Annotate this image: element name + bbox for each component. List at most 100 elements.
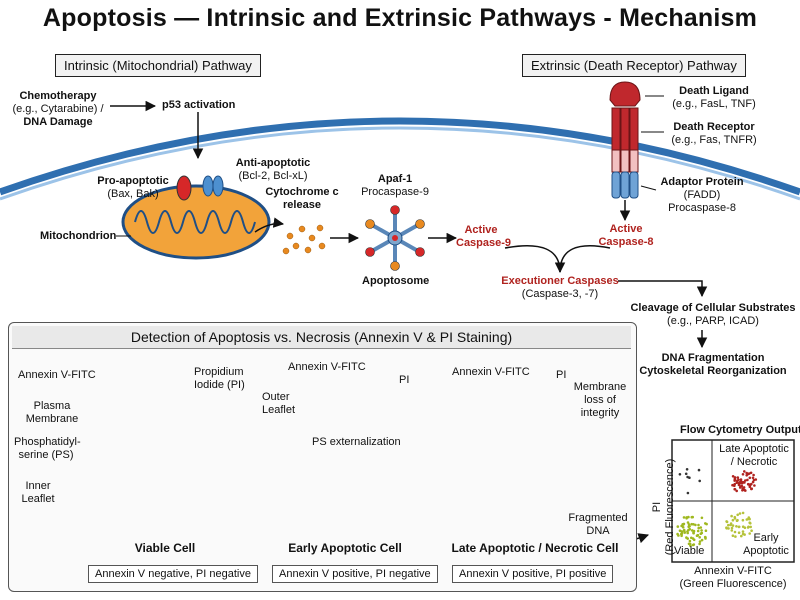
viable-dot: [676, 532, 679, 536]
membrane-integrity-label: Membrane loss of integrity: [570, 381, 630, 420]
scatter-dot: [686, 491, 690, 495]
viable-dot: [704, 522, 707, 525]
viable-dot: [699, 532, 703, 535]
early-apoptotic-dot: [737, 531, 741, 534]
membrane-line-3: integrity: [580, 407, 620, 419]
viable-dot: [687, 525, 690, 528]
viable-dot: [698, 536, 701, 539]
plasma-membrane-label: Plasma Membrane: [24, 400, 80, 426]
late-apoptotic-dot: [741, 489, 744, 492]
viable-dot: [687, 528, 690, 532]
inner-line-1: Inner: [25, 480, 51, 492]
viable-dot: [704, 529, 708, 532]
pi-label-1: Propidium Iodide (PI): [194, 366, 245, 392]
viable-dot: [686, 537, 689, 540]
scatter-dot: [685, 468, 689, 471]
viable-dot: [700, 529, 703, 532]
chemo-line-1: Chemotherapy: [19, 90, 97, 102]
late-apoptotic-dot: [744, 479, 747, 482]
late-apoptotic-dot: [749, 471, 753, 475]
detection-panel: [8, 322, 637, 592]
arrow-executioner-cleavage: [618, 280, 708, 298]
quadrant-viable-label: Viable: [674, 545, 705, 557]
viable-dot: [691, 537, 695, 540]
flow-plot-frame: [671, 439, 795, 563]
viable-dot: [690, 529, 694, 532]
early-apoptotic-dot: [736, 518, 739, 522]
casp9-line-2: Caspase-9: [456, 237, 512, 249]
plasma-line-2: Membrane: [25, 413, 79, 425]
early-apoptotic-dot: [741, 530, 745, 533]
scatter-dot: [684, 472, 688, 476]
viable-dot: [689, 544, 692, 547]
proapoptotic-label: Pro-apoptotic (Bax, Bak): [88, 175, 178, 201]
late-apoptotic-caption: Late Apoptotic / Necrotic Cell: [451, 541, 619, 555]
adaptor-examples: (FADD): [683, 189, 721, 201]
early-apoptotic-dot: [725, 520, 728, 523]
q-late-line-1: Late Apoptotic: [719, 443, 789, 455]
viable-dot: [700, 538, 704, 542]
inner-leaflet-label: Inner Leaflet: [18, 480, 58, 506]
early-apoptotic-dot: [748, 532, 751, 535]
late-apoptotic-dot: [742, 486, 746, 489]
cleavage-examples: (e.g., PARP, ICAD): [667, 315, 759, 327]
detection-panel-header: Detection of Apoptosis vs. Necrosis (Ann…: [12, 326, 631, 349]
scatter-dot: [697, 468, 701, 472]
late-apoptotic-dot: [738, 486, 742, 489]
flow-x-line-1: Annexin V-FITC: [694, 565, 772, 577]
viable-dot: [698, 540, 702, 543]
late-apoptotic-dot: [737, 478, 740, 482]
late-apoptotic-dot: [751, 476, 755, 480]
cytochrome-c-label: Cytochrome c release: [262, 186, 342, 212]
early-apoptotic-dot: [731, 518, 735, 522]
executioner-title: Executioner Caspases: [501, 275, 619, 287]
late-apoptotic-dot: [748, 476, 752, 480]
flow-y-line-1: PI: [651, 501, 663, 513]
casp9-line-1: Active: [464, 224, 498, 236]
cleavage-title: Cleavage of Cellular Substrates: [630, 302, 796, 314]
antiapoptotic-examples: (Bcl-2, Bcl-xL): [238, 170, 308, 182]
viable-dot: [700, 516, 704, 520]
p53-label: p53 activation: [162, 99, 236, 111]
scatter-dot: [686, 475, 689, 479]
plasma-line-1: Plasma: [33, 400, 71, 412]
flow-title: Flow Cytometry Output: [680, 424, 800, 436]
pi-line-1: Propidium: [194, 366, 244, 378]
procaspase-8-label: Procaspase-8: [668, 202, 736, 214]
early-apoptotic-dot: [731, 524, 735, 527]
viable-dot: [682, 516, 686, 519]
death-receptor-examples: (e.g., Fas, TNFR): [671, 134, 757, 146]
early-apoptotic-dot: [743, 533, 746, 536]
apaf1-label: Apaf-1 Procaspase-9: [355, 173, 435, 199]
executioner-examples: (Caspase-3, -7): [521, 288, 599, 300]
quadrant-early-label: Early Apoptotic: [738, 532, 794, 558]
pi-label-2: PI: [399, 374, 410, 386]
flow-x-line-2: (Green Fluorescence): [679, 578, 787, 590]
death-receptor-title: Death Receptor: [673, 121, 755, 133]
antiapoptotic-label: Anti-apoptotic (Bcl-2, Bcl-xL): [228, 157, 318, 183]
cleavage-label: Cleavage of Cellular Substrates (e.g., P…: [628, 302, 798, 328]
late-apoptotic-dot: [731, 475, 735, 478]
early-apoptotic-dot: [741, 518, 745, 522]
late-apoptotic-dot: [743, 481, 746, 484]
death-receptor-icon: [611, 107, 639, 173]
early-apoptotic-dot: [735, 525, 738, 528]
viable-dot: [697, 523, 700, 527]
death-ligand-title: Death Ligand: [679, 85, 749, 97]
viable-dot: [687, 515, 690, 519]
viable-dot: [688, 539, 692, 543]
ps-externalization-label: PS externalization: [312, 436, 401, 448]
early-apoptotic-dot: [747, 525, 750, 529]
late-apoptotic-dot: [750, 487, 753, 491]
early-apoptotic-dot: [733, 530, 737, 534]
outer-line-1: Outer: [262, 391, 290, 403]
cell-membrane-arc: [0, 117, 800, 196]
active-caspase-9-label: Active Caspase-9: [456, 224, 512, 250]
page-title: Apoptosis — Intrinsic and Extrinsic Path…: [42, 4, 758, 32]
arrow-caspases-executioner: [504, 244, 611, 273]
early-apoptotic-dot: [734, 535, 737, 538]
pi-label-3: PI: [556, 369, 567, 381]
late-apoptotic-dot: [743, 488, 746, 492]
death-ligand-label: Death Ligand (e.g., FasL, TNF): [664, 85, 764, 111]
early-apoptotic-dot: [730, 529, 734, 532]
